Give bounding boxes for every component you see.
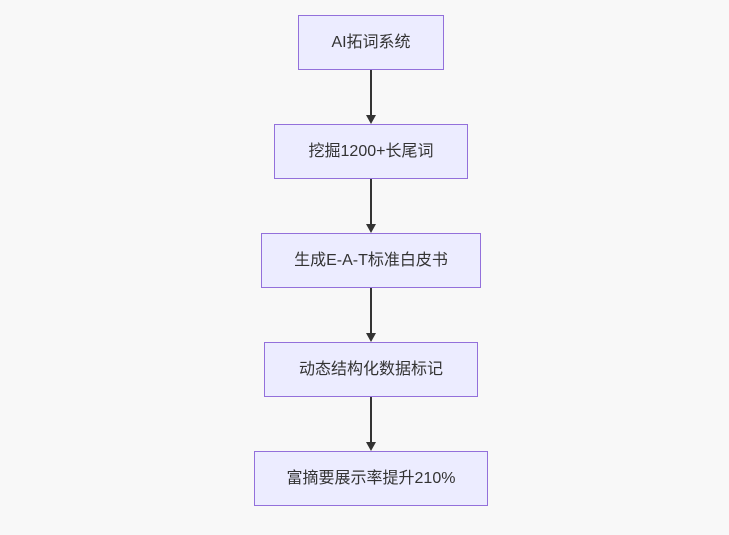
node-label: AI拓词系统 — [331, 33, 411, 51]
arrow-line — [370, 179, 372, 225]
node-label: 生成E-A-T标准白皮书 — [294, 251, 448, 269]
node-label: 挖掘1200+长尾词 — [308, 142, 434, 160]
flow-node-rich-snippet-result: 富摘要展示率提升210% — [254, 451, 488, 506]
arrow-head-icon — [366, 333, 376, 342]
arrow-head-icon — [366, 224, 376, 233]
flow-node-longtail-mining: 挖掘1200+长尾词 — [274, 124, 468, 179]
arrow-line — [370, 288, 372, 334]
arrow-edge-1 — [365, 70, 377, 124]
arrow-head-icon — [366, 442, 376, 451]
node-label: 富摘要展示率提升210% — [286, 469, 456, 487]
node-label: 动态结构化数据标记 — [298, 360, 443, 378]
arrow-edge-2 — [365, 179, 377, 233]
flow-node-eat-whitepaper: 生成E-A-T标准白皮书 — [261, 233, 481, 288]
arrow-edge-3 — [365, 288, 377, 342]
arrow-edge-4 — [365, 397, 377, 451]
arrow-line — [370, 397, 372, 443]
arrow-head-icon — [366, 115, 376, 124]
arrow-line — [370, 70, 372, 116]
flow-node-structured-data-markup: 动态结构化数据标记 — [264, 342, 478, 397]
flow-node-ai-keyword-system: AI拓词系统 — [298, 15, 444, 70]
